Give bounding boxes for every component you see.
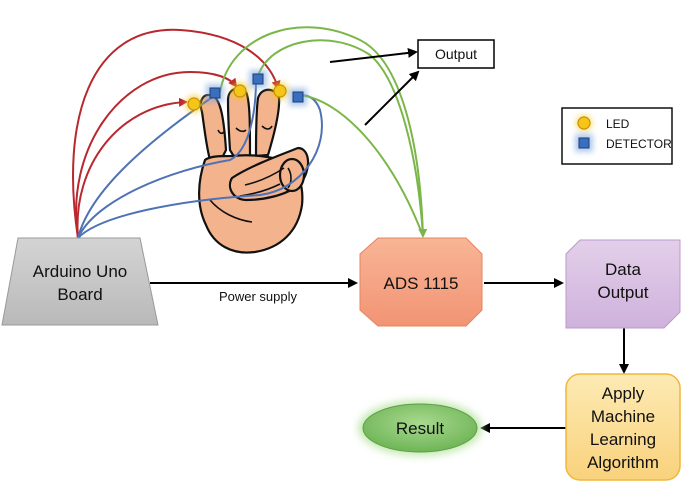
wires-red — [72, 28, 281, 239]
finger-ring — [254, 88, 281, 158]
wire-green-1 — [219, 26, 428, 238]
detector-3 — [292, 91, 304, 103]
output-box: Output — [417, 39, 495, 69]
legend-led-label: LED — [606, 117, 630, 131]
legend-led-icon — [577, 116, 591, 130]
wire-red-3 — [76, 97, 188, 239]
led-2 — [233, 84, 247, 98]
led-3 — [273, 84, 287, 98]
output-label: Output — [435, 46, 477, 62]
ads1115-label: ADS 1115 — [384, 274, 459, 293]
pinky-knuckle — [278, 157, 306, 193]
ml-label-line2: Machine — [591, 407, 655, 426]
flow-arrows — [150, 278, 629, 433]
data-output-label-line1: Data — [605, 260, 641, 279]
wire-green-3 — [299, 94, 424, 237]
detector-2 — [252, 73, 264, 85]
detector-1 — [209, 87, 221, 99]
ml-label-line3: Learning — [590, 430, 656, 449]
wires-output — [329, 47, 420, 126]
result-node: Result — [358, 400, 482, 456]
legend-detector-icon — [578, 137, 590, 149]
power-supply-label: Power supply — [219, 289, 298, 304]
finger-index — [199, 93, 228, 164]
arduino-label-line2: Board — [57, 285, 102, 304]
wire-red-2 — [75, 70, 238, 239]
sensor-group — [185, 70, 307, 113]
wire-green-2 — [257, 39, 424, 237]
wires-green — [219, 26, 428, 238]
data-output-label-line2: Output — [597, 283, 648, 302]
result-label: Result — [396, 419, 444, 438]
legend: LED DETECTOR — [561, 107, 673, 165]
ml-label-line4: Algorithm — [587, 453, 659, 472]
ads1115-node: ADS 1115 — [359, 237, 483, 327]
wire-blue-2 — [77, 79, 257, 239]
arduino-board-node: Arduino Uno Board — [1, 237, 159, 326]
led-1 — [187, 97, 201, 111]
ml-label-line1: Apply — [602, 384, 645, 403]
legend-detector-label: DETECTOR — [606, 137, 672, 151]
arduino-label-line1: Arduino Uno — [33, 262, 128, 281]
data-output-node: Data Output — [565, 239, 681, 329]
ml-algorithm-node: Apply Machine Learning Algorithm — [565, 373, 681, 481]
wire-blue-3 — [77, 94, 323, 239]
wire-red-1 — [72, 28, 281, 239]
